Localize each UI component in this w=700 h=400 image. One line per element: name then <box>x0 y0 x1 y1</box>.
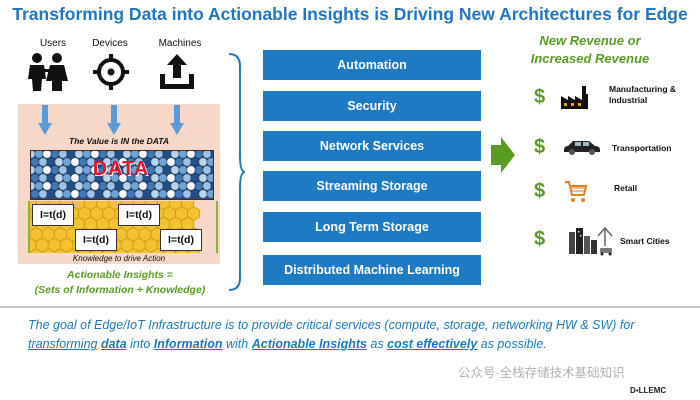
service-ml: Distributed Machine Learning <box>263 255 481 285</box>
down-arrow-icon <box>170 105 184 135</box>
insights-line-1: Actionable Insights = <box>67 269 173 281</box>
dollar-icon: $ <box>534 136 546 158</box>
city-icon <box>569 226 613 256</box>
sector-manufacturing: Manufacturing & Industrial <box>609 84 677 105</box>
down-arrow-icon <box>38 105 52 135</box>
users-label: Users <box>39 38 67 49</box>
shopping-cart-icon <box>565 181 588 202</box>
devices-label: Devices <box>92 38 128 49</box>
service-long-term-storage: Long Term Storage <box>263 212 481 242</box>
revenue-title: New Revenue or Increased Revenue <box>510 32 670 68</box>
watermark: 公众号·全栈存储技术基础知识 <box>458 366 625 380</box>
sector-retail: Retail <box>614 183 638 193</box>
sector-transportation: Transportation <box>612 143 672 153</box>
sector-smart-cities: Smart Cities <box>620 236 670 246</box>
service-network: Network Services <box>263 131 481 161</box>
down-arrow-icon <box>107 105 121 135</box>
page-title: Transforming Data into Actionable Insigh… <box>12 4 688 24</box>
dollar-icon: $ <box>534 86 546 108</box>
value-in-data-text: The Value is IN the DATA <box>69 136 169 146</box>
knowledge-text: Knowledge to drive Action <box>72 254 166 263</box>
right-arrow-icon <box>491 137 515 173</box>
insights-line-2: (Sets of Information + Knowledge) <box>34 284 206 296</box>
brand-logo: D▪LLEMC <box>630 386 667 395</box>
divider <box>0 306 700 308</box>
machine-upload-icon <box>160 54 194 89</box>
formula-box: I=t(d) <box>160 229 202 251</box>
revenue-line-2: Increased Revenue <box>530 51 650 66</box>
users-icon <box>28 53 68 91</box>
data-word: DATA <box>92 158 150 180</box>
actionable-insights-text: Actionable Insights = (Sets of Informati… <box>10 268 230 298</box>
factory-icon <box>561 86 588 109</box>
revenue-line-1: New Revenue or <box>539 33 641 48</box>
dollar-icon: $ <box>534 180 546 202</box>
formula-box: I=t(d) <box>75 229 117 251</box>
service-security: Security <box>263 91 481 121</box>
dollar-icon: $ <box>534 228 546 250</box>
car-icon <box>564 141 600 155</box>
knowledge-hex-panel: I=t(d) I=t(d) I=t(d) I=t(d) <box>28 201 218 253</box>
goal-statement: The goal of Edge/IoT Infrastructure is t… <box>28 318 635 351</box>
brace-icon <box>228 53 246 291</box>
formula-box: I=t(d) <box>32 204 74 226</box>
data-spheres-panel <box>30 150 214 200</box>
device-gear-icon <box>93 54 129 90</box>
service-streaming-storage: Streaming Storage <box>263 171 481 201</box>
service-automation: Automation <box>263 50 481 80</box>
formula-box: I=t(d) <box>118 204 160 226</box>
machines-label: Machines <box>158 38 202 49</box>
